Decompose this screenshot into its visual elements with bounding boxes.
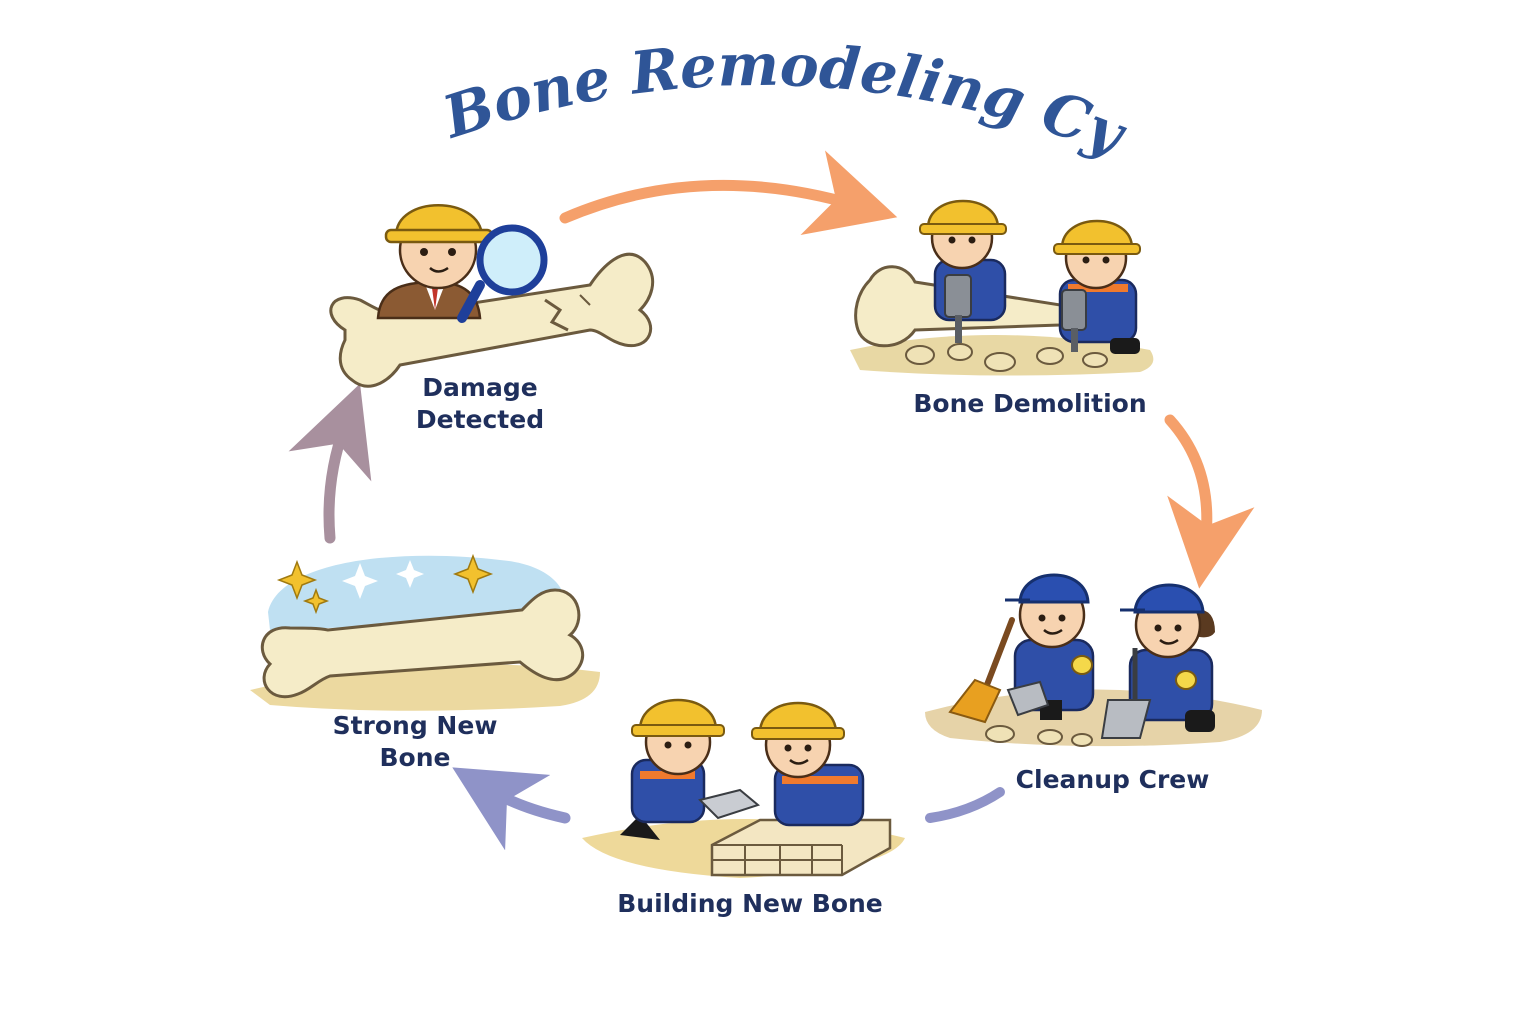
sparkle-icon — [342, 560, 424, 599]
hardhat-icon — [384, 204, 494, 244]
step-label-cleanup: Cleanup Crew — [1015, 765, 1210, 794]
brick-icon — [698, 788, 761, 820]
arrow-damage-to-demolition — [559, 150, 898, 236]
dustpan-icon — [1006, 680, 1050, 717]
cleanup-worker-2 — [1100, 583, 1215, 739]
brick-icon — [710, 818, 892, 877]
step-building-illustration — [582, 698, 905, 878]
arrow-cleanup-to-building — [925, 787, 1005, 823]
builder-worker-1 — [620, 698, 761, 840]
rubble-chunks — [905, 343, 1108, 372]
sparkle-icon — [276, 553, 494, 615]
broom-icon — [948, 617, 1015, 724]
cracked-bone — [329, 252, 655, 388]
step-label-building: Building New Bone — [617, 889, 883, 918]
step-cleanup-illustration — [925, 573, 1262, 747]
hardhat-icon — [631, 698, 725, 737]
step-label-strong: Strong New Bone — [332, 711, 498, 772]
strong-bone — [260, 588, 585, 699]
step-label-damage: Damage Detected — [415, 373, 545, 434]
arrow-strong-to-damage — [288, 383, 372, 544]
step-demolition-illustration — [850, 199, 1154, 376]
demolition-worker-1 — [919, 199, 1007, 343]
diagram-title-text: The Bone Remodeling Cycle — [0, 0, 1137, 170]
jackhammer-icon — [1061, 289, 1087, 352]
dustpan-icon — [1100, 648, 1152, 739]
step-strong-illustration — [250, 553, 600, 711]
cleanup-worker-1 — [948, 573, 1095, 724]
magnifier-icon — [457, 224, 548, 323]
hardhat-icon — [919, 199, 1007, 235]
builder-worker-2 — [751, 701, 865, 827]
demolition-worker-2 — [1053, 219, 1141, 354]
arrow-building-to-strong — [452, 767, 571, 851]
step-label-demolition: Bone Demolition — [913, 389, 1147, 418]
arrow-demolition-to-cleanup — [1164, 414, 1255, 589]
hardhat-icon — [1053, 219, 1141, 255]
jackhammer-icon — [944, 274, 972, 343]
cap-icon — [1005, 573, 1090, 604]
cap-icon — [1120, 583, 1205, 614]
diagram-title: The Bone Remodeling Cycle — [0, 0, 1137, 170]
step-damage-illustration — [329, 204, 655, 388]
hardhat-icon — [751, 701, 845, 740]
